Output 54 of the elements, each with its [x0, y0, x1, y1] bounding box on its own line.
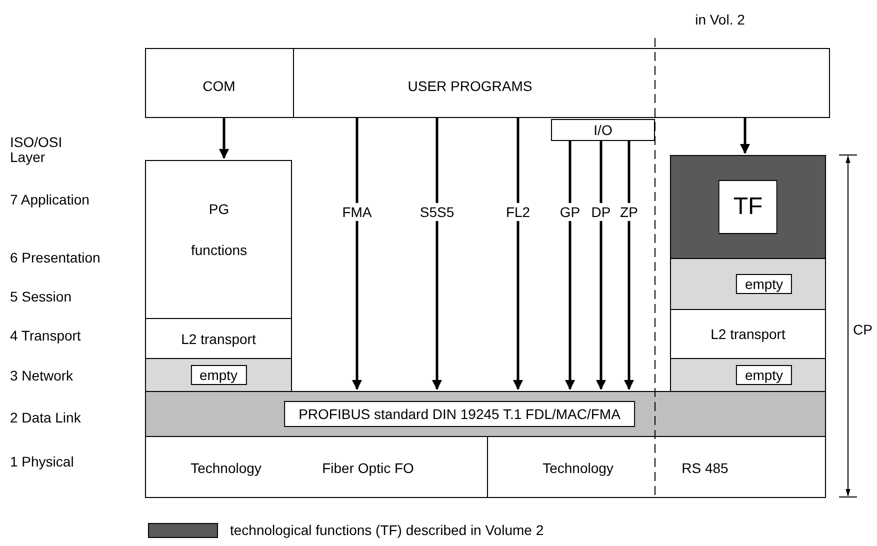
function-box [145, 160, 292, 319]
edge-label: FMA [342, 203, 372, 221]
layer-heading: ISO/OSI Layer [10, 135, 64, 165]
arrow [624, 141, 634, 390]
layer-band [670, 258, 826, 310]
band-label: empty [190, 365, 247, 385]
box-label: Technology [190, 460, 262, 476]
box-label: L2 transport [710, 326, 786, 342]
layer-label: 6 Presentation [10, 250, 100, 266]
layer-label: 1 Physical [10, 454, 74, 470]
function-label: TF [718, 180, 778, 234]
layer-box [145, 436, 488, 498]
box-label: Technology [542, 460, 614, 476]
legend-label: technological functions (TF) described in Volume 2 [230, 522, 544, 538]
box-label: Fiber Optic FO [322, 460, 414, 476]
arrow [596, 141, 606, 390]
box-label: functions [190, 242, 248, 258]
edge-label: GP [560, 203, 580, 221]
box-label: COM [202, 78, 236, 94]
arrow [219, 118, 229, 159]
layer-band [145, 358, 292, 392]
box-label: L2 transport [181, 330, 256, 346]
band-label: empty [736, 274, 792, 294]
layer-band [670, 358, 826, 392]
band-label: PROFIBUS standard DIN 19245 T.1 FDL/MAC/FMA [284, 401, 636, 427]
arrow [352, 118, 362, 390]
edge-label: DP [591, 203, 611, 221]
axis-label: CP [853, 322, 872, 338]
layer-box [670, 155, 826, 259]
layer-label: 7 Application [10, 192, 90, 208]
layer-box [487, 436, 826, 498]
layer-band [145, 391, 826, 437]
layer-label: 2 Data Link [10, 410, 81, 426]
box-label: I/O [594, 122, 612, 138]
layer-label: 5 Session [10, 290, 72, 304]
box-label: USER PROGRAMS [408, 78, 532, 94]
arrow [565, 141, 575, 390]
program-box [145, 48, 294, 118]
edge-label: FL2 [506, 203, 530, 221]
band-label: empty [736, 365, 792, 385]
arrow [740, 118, 750, 154]
box-label: PG [208, 201, 230, 217]
program-box [293, 48, 830, 118]
note: in Vol. 2 [694, 12, 746, 28]
io-box [551, 119, 655, 141]
arrow [432, 118, 442, 390]
arrow [513, 118, 523, 390]
layer-box [670, 309, 826, 359]
edge-label: ZP [620, 203, 638, 221]
layer-label: 3 Network [10, 368, 74, 384]
layer-box [145, 318, 292, 359]
layer-label: 4 Transport [10, 328, 81, 344]
edge-label: S5S5 [420, 203, 454, 221]
box-label: RS 485 [682, 460, 728, 476]
